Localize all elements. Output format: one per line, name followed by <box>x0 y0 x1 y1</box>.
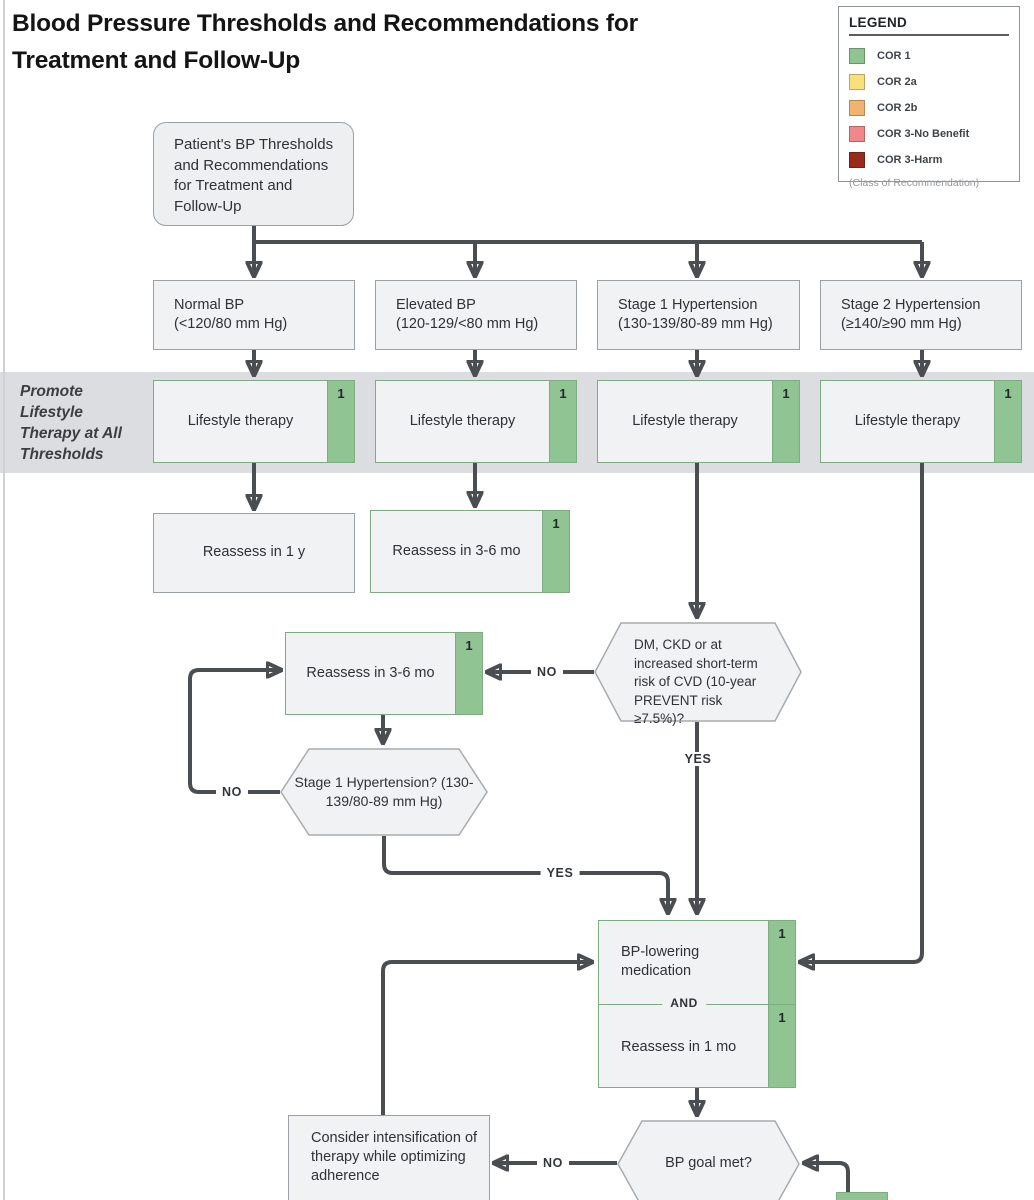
node-lifestyle-normal: 1 Lifestyle therapy <box>153 380 355 463</box>
edge-consider-bpmed <box>381 962 592 1115</box>
node-reassess-1y: Reassess in 1 y <box>153 513 355 593</box>
legend-divider <box>849 34 1009 36</box>
legend-item-cor3-no-benefit: COR 3-No Benefit <box>849 121 1009 147</box>
lifestyle-band-label: Promote Lifestyle Therapy at All Thresho… <box>20 383 122 463</box>
reassess-1mo-row: 1 Reassess in 1 mo <box>599 1003 795 1087</box>
edge-stage2-bpmed <box>800 463 924 962</box>
edge-label-yes-dm: YES <box>678 752 718 766</box>
cor1-tab: 1 <box>455 633 482 714</box>
node-elevated-bp: Elevated BP (120-129/<80 mm Hg) <box>375 280 577 350</box>
edge-label-no-dm: NO <box>531 665 563 679</box>
cor1-tab: 1 <box>542 511 569 592</box>
node-stage1-range: (130-139/80-89 mm Hg) <box>618 316 773 332</box>
consider-label: Consider intensification of therapy whil… <box>311 1130 478 1185</box>
node-stage1-hypertension: Stage 1 Hypertension (130-139/80-89 mm H… <box>597 280 800 350</box>
page-title: Blood Pressure Thresholds and Recommenda… <box>12 10 638 74</box>
node-root-label: Patient's BP Thresholds and Recommendati… <box>174 136 334 215</box>
reassess-1mo-label: Reassess in 1 mo <box>621 1038 737 1055</box>
edge-stage1q-no-loop <box>188 670 281 794</box>
decision-bp-goal-label: BP goal met? <box>665 1155 752 1171</box>
cor1-tab: 1 <box>768 1004 795 1087</box>
decision-dm-ckd-label: DM, CKD or at increased short-term risk … <box>634 637 758 726</box>
cor-badge: 1 <box>782 386 790 401</box>
cor-badge: 1 <box>465 638 473 653</box>
edge-label-no-goal: NO <box>537 1156 569 1170</box>
cor1-tab: 1 <box>549 381 576 462</box>
partial-cor1-node <box>836 1192 888 1200</box>
node-normal-bp-range: (<120/80 mm Hg) <box>174 316 288 332</box>
legend-footnote: (Class of Recommendation) <box>849 176 980 189</box>
legend-item-cor3-harm: COR 3-Harm <box>849 147 1009 173</box>
legend-item-label: COR 2b <box>877 101 918 114</box>
cor1-tab: 1 <box>772 381 799 462</box>
edge-label-no-stage1: NO <box>216 785 248 799</box>
decision-dm-ckd-shape <box>594 622 802 722</box>
node-normal-bp: Normal BP (<120/80 mm Hg) <box>153 280 355 350</box>
node-bp-medication: 1 BP-lowering medication 1 Reassess in 1… <box>598 920 796 1088</box>
legend-item-label: COR 3-No Benefit <box>877 127 970 140</box>
cor-badge: 1 <box>552 516 560 531</box>
node-normal-bp-name: Normal BP <box>174 296 245 313</box>
legend-item-cor2a: COR 2a <box>849 69 1009 95</box>
cor1-swatch <box>849 47 865 64</box>
cor-badge: 1 <box>337 386 345 401</box>
node-lifestyle-label: Lifestyle therapy <box>632 412 738 429</box>
legend-item-label: COR 1 <box>877 49 911 62</box>
node-lifestyle-stage1: 1 Lifestyle therapy <box>597 380 800 463</box>
legend-item-cor1: COR 1 <box>849 43 1009 69</box>
node-reassess-36mo-mid: 1 Reassess in 3-6 mo <box>285 632 483 715</box>
cor2b-swatch <box>849 99 865 116</box>
cor-badge: 1 <box>559 386 567 401</box>
cor3-no-benefit-swatch <box>849 125 865 142</box>
node-stage2-range: (≥140/≥90 mm Hg) <box>841 316 962 332</box>
node-reassess-36mo-label: Reassess in 3-6 mo <box>306 664 435 681</box>
node-stage2-hypertension: Stage 2 Hypertension (≥140/≥90 mm Hg) <box>820 280 1022 350</box>
decision-stage1-shape <box>280 748 488 836</box>
node-lifestyle-elevated: 1 Lifestyle therapy <box>375 380 577 463</box>
node-elevated-bp-name: Elevated BP <box>396 296 476 313</box>
node-reassess-36mo-label: Reassess in 3-6 mo <box>392 542 521 559</box>
node-stage2-name: Stage 2 Hypertension <box>841 296 981 313</box>
legend-item-cor2b: COR 2b <box>849 95 1009 121</box>
decision-bp-goal-shape <box>617 1120 800 1200</box>
bp-medication-row: 1 BP-lowering medication <box>599 921 795 1004</box>
node-root: Patient's BP Thresholds and Recommendati… <box>153 122 354 226</box>
node-elevated-bp-range: (120-129/<80 mm Hg) <box>396 316 539 332</box>
cor1-tab: 1 <box>994 381 1021 462</box>
decision-stage1-label: Stage 1 Hypertension? (130-139/80-89 mm … <box>294 774 474 809</box>
cor-badge: 1 <box>1004 386 1012 401</box>
legend-item-label: COR 3-Harm <box>877 153 943 166</box>
cor-badge: 1 <box>778 1009 786 1025</box>
node-consider-intensification: Consider intensification of therapy whil… <box>288 1115 490 1200</box>
node-reassess-36mo-elevated: 1 Reassess in 3-6 mo <box>370 510 570 593</box>
cor1-tab: 1 <box>327 381 354 462</box>
edge-stage1q-yes <box>382 836 668 913</box>
page-edge-rule <box>3 0 5 1200</box>
node-lifestyle-label: Lifestyle therapy <box>187 412 294 429</box>
node-lifestyle-label: Lifestyle therapy <box>854 412 961 429</box>
node-lifestyle-stage2: 1 Lifestyle therapy <box>820 380 1022 463</box>
cor1-tab: 1 <box>768 921 795 1004</box>
node-reassess-1y-label: Reassess in 1 y <box>202 544 306 561</box>
edge-root-trunk <box>252 225 922 244</box>
node-lifestyle-label: Lifestyle therapy <box>409 412 516 429</box>
cor3-harm-swatch <box>849 151 865 168</box>
edge-label-yes-stage1: YES <box>540 866 580 880</box>
and-connector-label: AND <box>662 996 706 1012</box>
cor-badge: 1 <box>778 926 786 941</box>
edge-bottom-right-goal <box>804 1163 850 1200</box>
node-stage1-name: Stage 1 Hypertension <box>618 296 758 313</box>
legend-heading: LEGEND <box>849 15 908 30</box>
legend-panel: LEGEND COR 1 COR 2a COR 2b COR 3-No Bene… <box>838 6 1020 189</box>
cor2a-swatch <box>849 73 865 90</box>
legend-item-label: COR 2a <box>877 75 917 88</box>
bp-medication-label: BP-lowering medication <box>621 944 700 980</box>
